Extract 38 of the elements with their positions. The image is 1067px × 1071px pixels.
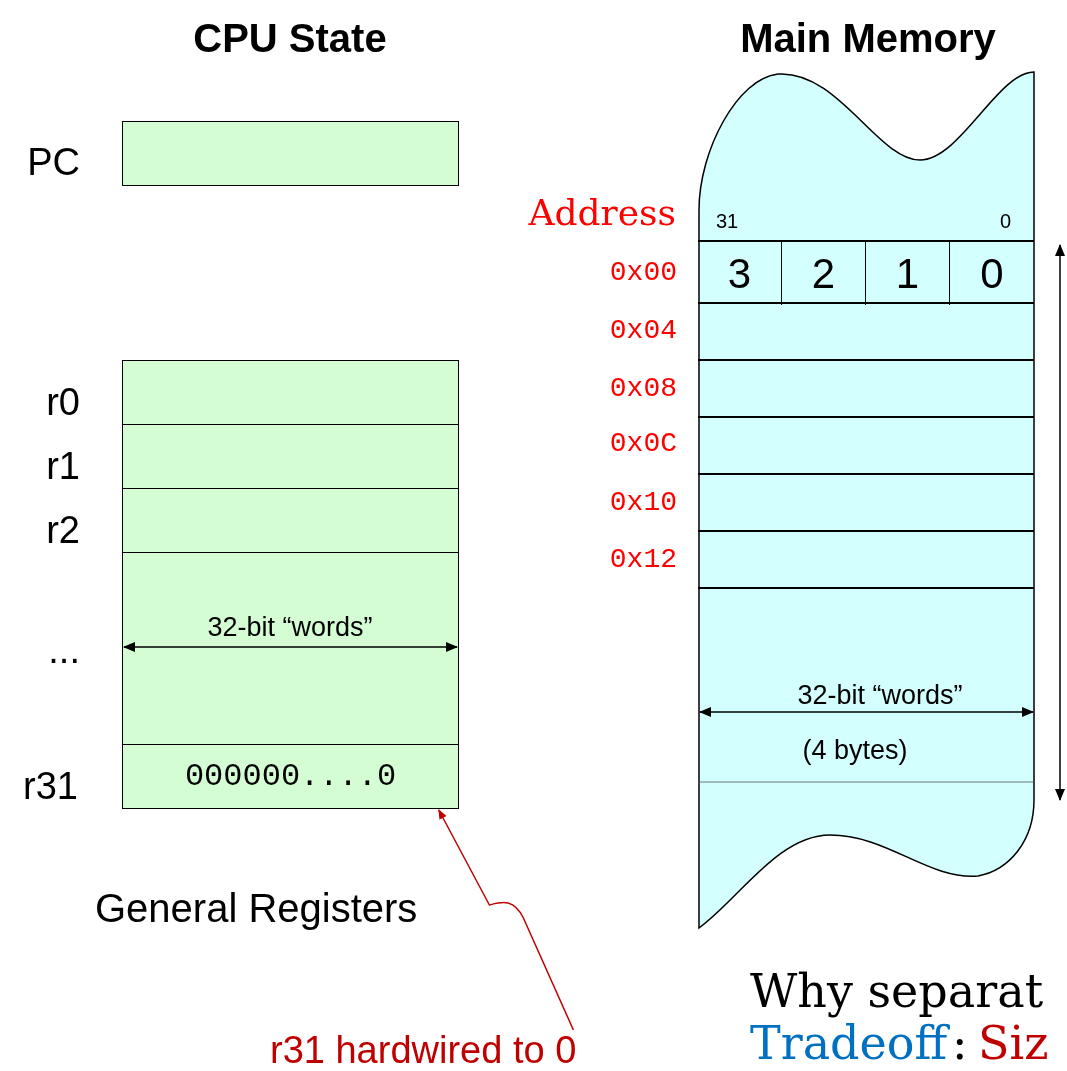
address-label: 0x10 bbox=[608, 487, 677, 519]
address-label: 0x00 bbox=[608, 257, 677, 289]
register-name: PC bbox=[26, 141, 80, 183]
term: Tradeoff bbox=[750, 1018, 950, 1068]
address-label: 0x12 bbox=[608, 544, 677, 576]
byte-cell: 0 bbox=[950, 242, 1034, 305]
section-title: CPU State bbox=[192, 15, 388, 62]
register-name: r1 bbox=[45, 445, 80, 487]
byte-cell: 3 bbox=[698, 242, 782, 305]
punctuation: : bbox=[952, 1018, 968, 1068]
register-row: 000000....0 bbox=[122, 744, 459, 809]
question-text: Why separat bbox=[750, 966, 1045, 1016]
leader-arrow bbox=[438, 809, 575, 1031]
column-heading: Address bbox=[527, 191, 676, 235]
dimension-label: 32-bit “words” bbox=[796, 680, 964, 710]
memory-word-row bbox=[698, 240, 1034, 304]
address-label: 0x04 bbox=[608, 315, 677, 347]
memory-heading: Main Memory bbox=[739, 15, 997, 62]
bit-number: 31 bbox=[716, 209, 740, 234]
address-label: 0x08 bbox=[608, 373, 677, 405]
dimension-label: (4 bytes) bbox=[801, 734, 909, 767]
byte-cell: 2 bbox=[782, 242, 866, 305]
cut-off-word: Siz bbox=[978, 1018, 1050, 1068]
dimension-label: 32-bit “words” bbox=[206, 612, 374, 642]
program-counter-register bbox=[122, 121, 459, 186]
byte-cell: 1 bbox=[866, 242, 950, 305]
register-name: ... bbox=[47, 629, 80, 671]
address-label: 0x0C bbox=[608, 428, 677, 460]
register-row bbox=[122, 552, 459, 745]
register-name: r2 bbox=[45, 509, 80, 551]
register-name: r31 bbox=[22, 765, 78, 807]
caption: General Registers bbox=[95, 885, 419, 932]
bit-number: 0 bbox=[1000, 209, 1013, 234]
note-text: r31 hardwired to 0 bbox=[270, 1030, 680, 1071]
register-row bbox=[122, 424, 459, 489]
register-name: r0 bbox=[45, 381, 80, 423]
register-row bbox=[122, 360, 459, 425]
register-row bbox=[122, 488, 459, 553]
